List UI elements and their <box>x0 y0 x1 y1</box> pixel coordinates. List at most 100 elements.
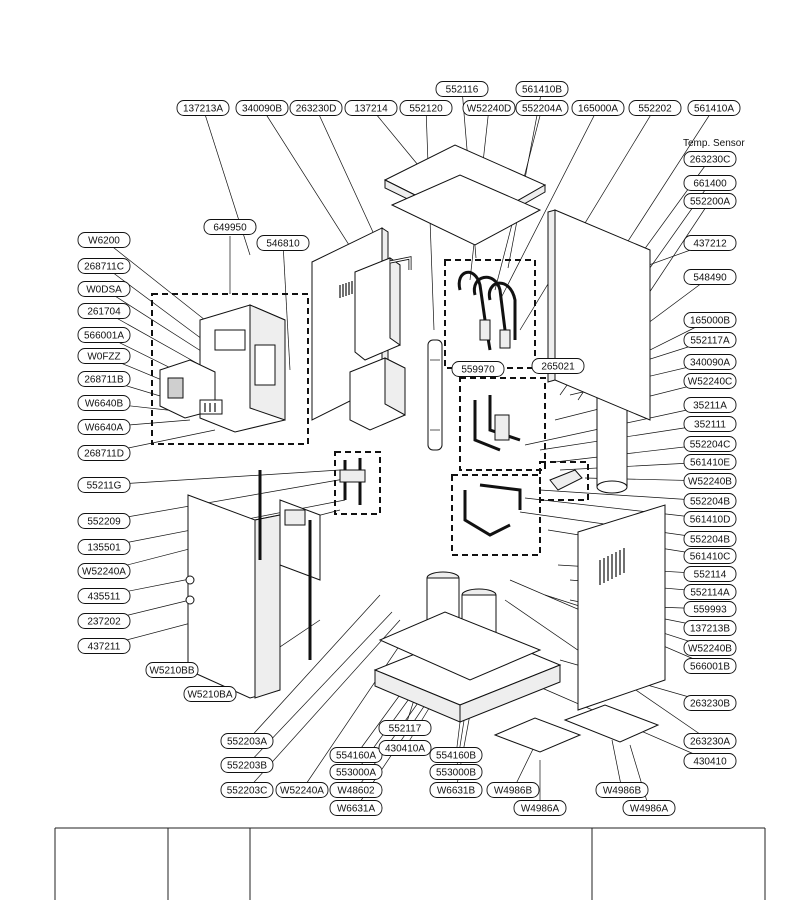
part-label-552116: 552116 <box>435 81 489 97</box>
part-label-bubble <box>683 620 737 636</box>
part-label-566001B: 566001B <box>683 658 737 674</box>
part-label-text: 340090A <box>690 358 730 369</box>
part-label-bubble <box>235 100 289 116</box>
part-label-bubble <box>683 332 737 348</box>
leader-W6200 <box>103 239 206 321</box>
part-label-552200A: 552200A <box>683 193 737 209</box>
part-label-bubble <box>683 658 737 674</box>
part-label-552120: 552120 <box>399 100 453 116</box>
part-label-text: W0FZZ <box>87 352 120 363</box>
part-label-bubble <box>683 601 737 617</box>
leader-552202 <box>519 107 656 331</box>
front-display-frame <box>258 470 321 660</box>
part-label-text: 559970 <box>461 365 495 376</box>
part-label-bubble <box>683 312 737 328</box>
part-label-text: 261704 <box>87 307 121 318</box>
part-label-W0FZZ: W0FZZ <box>77 348 131 364</box>
part-label-546810: 546810 <box>256 235 310 251</box>
leader-546810 <box>282 242 291 371</box>
part-label-548490: 548490 <box>683 269 737 285</box>
leader-561410D <box>524 497 711 520</box>
leader-W4986B_2 <box>611 739 623 791</box>
control-box-assembly <box>151 293 309 445</box>
part-label-553000A: 553000A <box>329 764 383 780</box>
part-label-553000B: 553000B <box>429 764 483 780</box>
part-label-text: W52240C <box>688 377 732 388</box>
part-label-135501: 135501 <box>77 539 131 555</box>
part-label-552202: 552202 <box>628 100 682 116</box>
part-label-137213A: 137213A <box>176 100 230 116</box>
part-label-text: W48602 <box>337 786 375 797</box>
part-label-bubble <box>77 232 131 248</box>
sensor-box <box>539 461 589 501</box>
part-label-text: W52240D <box>467 104 511 115</box>
part-label-text: W4986A <box>521 804 560 815</box>
valve-assembly-top <box>444 259 536 369</box>
part-label-text: 561410A <box>694 104 734 115</box>
part-label-text: 55211G <box>87 481 122 492</box>
part-label-bubble <box>145 662 199 678</box>
part-label-text: 552209 <box>87 517 121 528</box>
part-label-552204B: 552204B <box>683 493 737 509</box>
part-label-bubble <box>220 782 274 798</box>
part-label-W4986B: W4986B <box>486 782 540 798</box>
part-label-bubble <box>683 548 737 564</box>
part-label-bubble <box>462 100 516 116</box>
part-label-430410A: 430410A <box>378 740 432 756</box>
leader-137214 <box>370 107 419 166</box>
part-label-text: 268711B <box>84 375 124 386</box>
part-label-text: 552202 <box>638 104 672 115</box>
part-label-W0DSA: W0DSA <box>77 281 131 297</box>
part-label-437211: 437211 <box>77 638 131 654</box>
base-pan <box>373 611 562 723</box>
part-label-bubble <box>220 757 274 773</box>
part-label-bubble <box>378 720 432 736</box>
leader-165000A <box>499 107 599 301</box>
part-label-W48602: W48602 <box>329 782 383 798</box>
valve-assembly-lower <box>451 474 541 556</box>
part-label-bubble <box>176 100 230 116</box>
part-label-bubble <box>683 531 737 547</box>
part-label-bubble <box>220 733 274 749</box>
part-label-561410C: 561410C <box>683 548 737 564</box>
part-label-text: W4986B <box>494 786 533 797</box>
part-label-W6640A: W6640A <box>77 419 131 435</box>
part-label-137214: 137214 <box>344 100 398 116</box>
part-label-552204A: 552204A <box>515 100 569 116</box>
part-label-bubble <box>429 764 483 780</box>
part-label-554160B: 554160B <box>429 747 483 763</box>
part-label-552204B_2: 552204B <box>683 531 737 547</box>
part-label-bubble <box>683 354 737 370</box>
leader-268711C <box>103 265 211 346</box>
bottom-plate-left <box>493 717 582 753</box>
part-label-W52240C: W52240C <box>683 373 737 389</box>
part-label-text: W0DSA <box>86 285 122 296</box>
title-block-frame <box>54 827 766 900</box>
part-label-text: 649950 <box>213 223 247 234</box>
part-label-268711B: 268711B <box>77 371 131 387</box>
part-label-bubble <box>77 303 131 319</box>
part-label-bubble <box>683 269 737 285</box>
part-label-bubble <box>329 764 383 780</box>
part-label-bubble <box>203 219 257 235</box>
part-label-bubble <box>683 416 737 432</box>
part-label-bubble <box>515 100 569 116</box>
part-label-text: W6631B <box>437 786 476 797</box>
part-label-649950: 649950 <box>203 219 257 235</box>
part-label-text: W6640B <box>85 399 124 410</box>
part-label-text: W6200 <box>88 236 120 247</box>
part-label-bubble <box>77 445 131 461</box>
part-label-bubble <box>683 235 737 251</box>
part-label-bubble <box>683 584 737 600</box>
part-label-text: W52240B <box>688 477 732 488</box>
part-label-bubble <box>77 281 131 297</box>
part-label-552117A: 552117A <box>683 332 737 348</box>
leader-W52240A_2 <box>301 629 411 791</box>
part-label-bubble <box>256 235 310 251</box>
receiver-cylinder <box>427 339 443 451</box>
part-label-bubble <box>683 493 737 509</box>
part-label-552203C: 552203C <box>220 782 274 798</box>
part-label-W4986A: W4986A <box>513 800 567 816</box>
